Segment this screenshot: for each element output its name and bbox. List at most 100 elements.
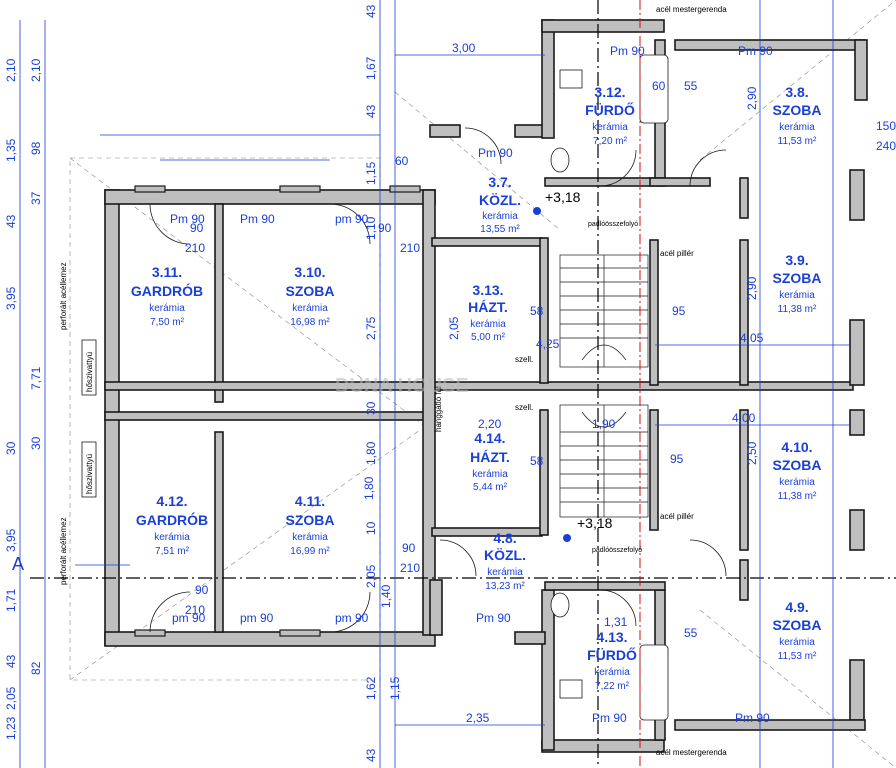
room-4-11: 4.11. SZOBA kerámia 16,99 m² — [286, 493, 335, 557]
room-area: 16,99 m² — [290, 546, 330, 557]
room-finish: kerámia — [779, 477, 815, 488]
room-number: 4.10. — [781, 439, 812, 455]
room-name: SZOBA — [773, 617, 822, 633]
heat-pump-label-bottom: hőszivattyú — [85, 454, 94, 494]
pillar-note-top: acél pillér — [660, 249, 694, 258]
svg-text:Pm 90: Pm 90 — [592, 711, 627, 725]
sound-wall-note: hanggátló fal — [434, 386, 443, 432]
svg-text:pm 90: pm 90 — [335, 611, 369, 625]
room-4-9: 4.9. SZOBA kerámia 11,53 m² — [773, 599, 822, 662]
svg-text:1,10: 1,10 — [364, 216, 378, 240]
svg-text:2,35: 2,35 — [466, 711, 490, 725]
perforated-label-bottom: perforált acéllemez — [59, 517, 68, 585]
level-marker-icon — [533, 207, 541, 215]
svg-text:Pm 90: Pm 90 — [476, 611, 511, 625]
room-area: 13,55 m² — [480, 224, 520, 235]
doors — [149, 127, 727, 633]
left-dimensions: 2,10 1,35 43 3,95 7,71 30 3,95 1,71 43 2… — [4, 58, 43, 740]
svg-text:3,95: 3,95 — [4, 528, 18, 552]
svg-text:1,80: 1,80 — [364, 441, 378, 465]
svg-text:1,71: 1,71 — [4, 588, 18, 612]
svg-text:58: 58 — [530, 454, 544, 468]
room-number: 3.11. — [152, 264, 182, 280]
room-name: FÜRDŐ — [587, 646, 637, 663]
svg-text:82: 82 — [29, 661, 43, 675]
svg-text:98: 98 — [29, 141, 43, 155]
svg-text:90: 90 — [402, 541, 416, 555]
room-number: 4.13. — [596, 629, 627, 645]
room-number: 3.8. — [785, 84, 808, 100]
room-finish: kerámia — [472, 469, 508, 480]
svg-text:7,71: 7,71 — [29, 366, 43, 390]
room-name: SZOBA — [286, 283, 335, 299]
level-upper: +3,18 — [545, 189, 581, 205]
room-name: FÜRDŐ — [585, 101, 635, 118]
room-4-13: 4.13. FÜRDŐ kerámia 7,22 m² — [587, 629, 637, 692]
svg-text:2,90: 2,90 — [745, 276, 759, 300]
room-number: 4.12. — [156, 493, 187, 509]
svg-text:Pm 90: Pm 90 — [478, 146, 513, 160]
svg-text:55: 55 — [684, 79, 698, 93]
center-dimensions: 43 1,67 43 1,15 1,10 2,75 30 1,80 10 2,0… — [364, 4, 402, 762]
bathroom-fixtures — [550, 54, 669, 721]
sink-upper — [559, 69, 583, 89]
room-4-8: 4.8. KÖZL. kerámia 13,23 m² — [484, 530, 526, 592]
room-finish: kerámia — [292, 532, 328, 543]
room-name: KÖZL. — [484, 547, 526, 563]
walls — [104, 19, 868, 753]
room-3-10: 3.10. SZOBA kerámia 16,98 m² — [286, 264, 335, 328]
svg-text:210: 210 — [400, 241, 420, 255]
svg-text:pm 90: pm 90 — [172, 611, 206, 625]
svg-text:43: 43 — [4, 214, 18, 228]
staircase-lower — [559, 404, 649, 518]
svg-text:90: 90 — [195, 583, 209, 597]
svg-text:3,00: 3,00 — [452, 41, 476, 55]
svg-text:95: 95 — [672, 304, 686, 318]
room-number: 4.8. — [493, 530, 516, 546]
svg-text:1,15: 1,15 — [388, 676, 402, 700]
vent-note-bottom: szell. — [515, 403, 533, 412]
room-finish: kerámia — [292, 303, 328, 314]
misc-dimensions: 3,00 2,35 2,20 4,05 4,00 2,90 2,90 2,50 … — [362, 41, 896, 725]
dimension-lines — [19, 0, 850, 768]
pillar-note-bottom: acél pillér — [660, 512, 694, 521]
room-4-12: 4.12. GARDRÓB kerámia 7,51 m² — [136, 493, 208, 557]
grid-axes: A — [12, 0, 896, 768]
svg-text:37: 37 — [29, 191, 43, 205]
room-name: GARDRÓB — [131, 282, 203, 299]
svg-text:150: 150 — [876, 119, 896, 133]
door-widths: 90 210 90 210 90 210 90 210 — [185, 221, 420, 617]
room-3-12: 3.12. FÜRDŐ kerámia 7,20 m² — [585, 84, 635, 147]
room-number: 3.10. — [294, 264, 325, 280]
vent-note-top: szell. — [515, 355, 533, 364]
heat-pump-label-top: hőszivattyú — [85, 352, 94, 392]
svg-text:30: 30 — [29, 436, 43, 450]
room-area: 11,38 m² — [778, 304, 817, 315]
svg-text:1,35: 1,35 — [4, 138, 18, 162]
svg-text:1,80: 1,80 — [362, 476, 376, 500]
svg-text:1,62: 1,62 — [364, 676, 378, 700]
svg-text:2,75: 2,75 — [364, 316, 378, 340]
svg-text:Pm 90: Pm 90 — [738, 44, 773, 58]
level-lower: +3,18 — [577, 515, 613, 531]
room-name: HÁZT. — [468, 299, 508, 315]
room-finish: kerámia — [779, 122, 815, 133]
svg-text:1,67: 1,67 — [364, 56, 378, 80]
room-number: 4.11. — [295, 493, 325, 509]
room-finish: kerámia — [470, 319, 506, 330]
room-finish: kerámia — [594, 667, 630, 678]
svg-text:43: 43 — [364, 4, 378, 18]
room-3-11: 3.11. GARDRÓB kerámia 7,50 m² — [131, 264, 203, 328]
room-area: 16,98 m² — [290, 317, 330, 328]
room-4-14: 4.14. HÁZT. kerámia 5,44 m² — [470, 430, 510, 493]
svg-text:2,05: 2,05 — [364, 564, 378, 588]
svg-text:Pm 90: Pm 90 — [170, 212, 205, 226]
svg-text:43: 43 — [364, 748, 378, 762]
room-finish: kerámia — [779, 637, 815, 648]
room-name: SZOBA — [773, 270, 822, 286]
room-finish: kerámia — [779, 290, 815, 301]
svg-text:240: 240 — [876, 139, 896, 153]
axis-label-a: A — [12, 554, 24, 574]
svg-text:43: 43 — [4, 654, 18, 668]
room-finish: kerámia — [487, 567, 523, 578]
